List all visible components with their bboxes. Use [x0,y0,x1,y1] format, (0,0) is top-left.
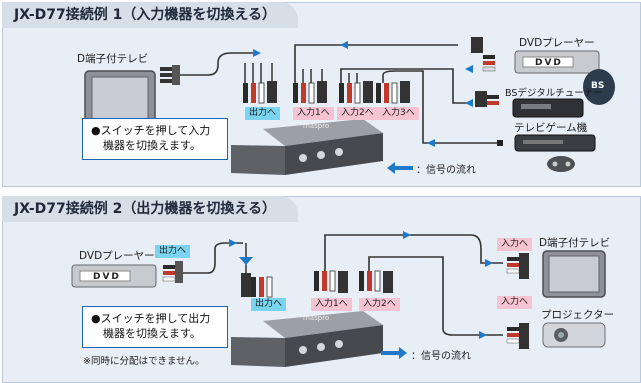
section1-diagram [84,37,615,175]
in2-tag: 入力2へ [337,107,378,120]
switch-brand: maspro [303,122,330,130]
tv-icon [542,250,606,298]
note-line2: 機器を切換えます。 [103,327,201,340]
note-line1: ●スイッチを押して出力 [91,312,211,325]
tv-connector-icon [160,65,180,85]
projector-connector-icon [506,323,529,349]
signal-flow-legend-arrow [381,347,407,359]
out-tag: 出力へ [245,107,281,120]
dvd-logo: DVD [93,272,121,282]
game-console-icon [514,134,596,172]
in2-plug-cluster [359,256,503,339]
game-label: テレビゲーム機 [514,122,588,134]
projector-label: プロジェクター [541,309,615,321]
in3-tag: 入力3へ [378,107,419,120]
out-tag-dvd: 出力へ [155,245,191,258]
bs-connector-icon [475,91,499,107]
switch-box-icon [231,119,383,175]
bs-tuner-icon [512,69,615,118]
out-plug-cluster [243,63,277,104]
note-box: ●スイッチを押して入力 機器を切換えます。 [82,118,228,160]
in-tag-projector: 入力へ [497,296,533,309]
section2-diagram [71,231,606,367]
footnote: ※同時に分配はできません。 [83,356,205,367]
dvd-label: DVDプレーヤー [519,37,595,49]
tv-connector-icon [506,253,529,279]
bs-logo: BS [591,81,605,91]
legend-text: ：信号の流れ [416,165,476,176]
in3-plug-cluster [376,70,499,144]
tv-label: D端子付テレビ [539,237,611,249]
dvd-label: DVDプレーヤー [79,250,155,262]
dvd-player-icon [514,50,600,74]
in1-plug-cluster [314,231,503,293]
section1-panel: JX-D77接続例 1（入力機器を切換える） [2,2,641,187]
in2-tag: 入力2へ [359,298,400,311]
bs-label: BSデジタルチューナー [505,88,603,99]
projector-icon [542,322,606,348]
out-plug-cluster [239,243,273,298]
dvd-player-icon [71,264,157,288]
note-line2: 機器を切換えます。 [103,139,201,152]
section2-title: JX-D77接続例 2（出力機器を切換える） [2,196,298,222]
tv-label: D端子付テレビ [77,53,149,65]
tv-icon [84,70,156,134]
out-tag-box: 出力へ [251,298,287,311]
in-tag-tv: 入力へ [497,238,533,251]
in1-tag: 入力1へ [311,298,352,311]
section1-title: JX-D77接続例 1（入力機器を切換える） [2,2,298,28]
section2-panel: JX-D77接続例 2（出力機器を切換える） [2,196,641,383]
legend-text: ：信号の流れ [411,351,471,362]
in1-plug-cluster [293,44,458,104]
dvd-logo: DVD [535,58,563,68]
in1-tag: 入力1へ [293,107,334,120]
dvd-connector-icon [471,37,496,72]
signal-flow-legend-arrow [387,162,413,174]
switch-box-icon [231,311,383,367]
switch-brand: maspro [303,314,330,322]
in2-plug-cluster [339,68,473,104]
note-line1: ●スイッチを押して入力 [91,124,211,137]
dvd-connector-icon [162,261,183,283]
note-box: ●スイッチを押して出力 機器を切換えます。 [82,306,228,348]
